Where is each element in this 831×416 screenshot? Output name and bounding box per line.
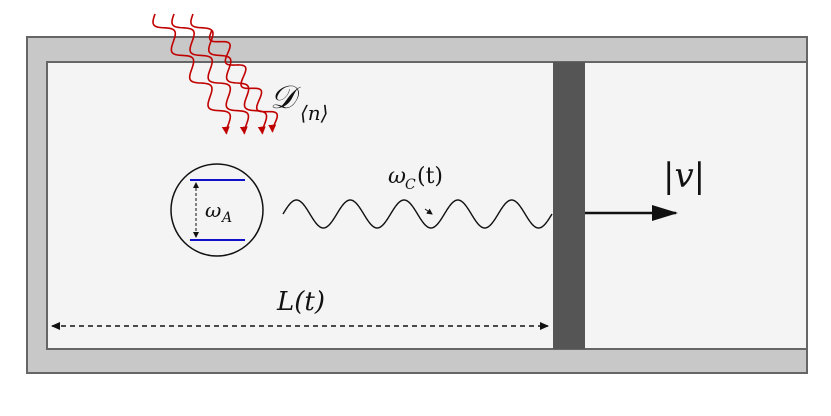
radiation-wave-3: [190, 13, 268, 135]
cavity-wave-direction-arrow: [424, 208, 433, 215]
cavity-frequency-subscript: C: [405, 177, 416, 193]
cavity-frequency-symbol: ω: [388, 164, 406, 189]
radiation-wave-4: [208, 29, 279, 133]
radiation-wave-1: [152, 13, 232, 135]
dissipator-subscript: ⟨n⟩: [300, 101, 329, 125]
moving-mirror: [553, 62, 585, 349]
two-level-atom: ω A: [170, 163, 264, 257]
cavity-interior: [46, 61, 808, 350]
cavity-length-label: L(t): [276, 287, 325, 317]
atom-frequency-subscript: A: [220, 210, 232, 226]
velocity-label: |v|: [663, 156, 705, 196]
atom-frequency-symbol: ω: [205, 198, 221, 222]
radiation-wave-2: [171, 13, 250, 135]
cavity-mode-wave: [282, 199, 553, 229]
cavity-frequency-label: ω C (t): [388, 164, 443, 193]
thermal-radiation: [152, 13, 279, 135]
cavity-frequency-argument: (t): [417, 164, 443, 189]
